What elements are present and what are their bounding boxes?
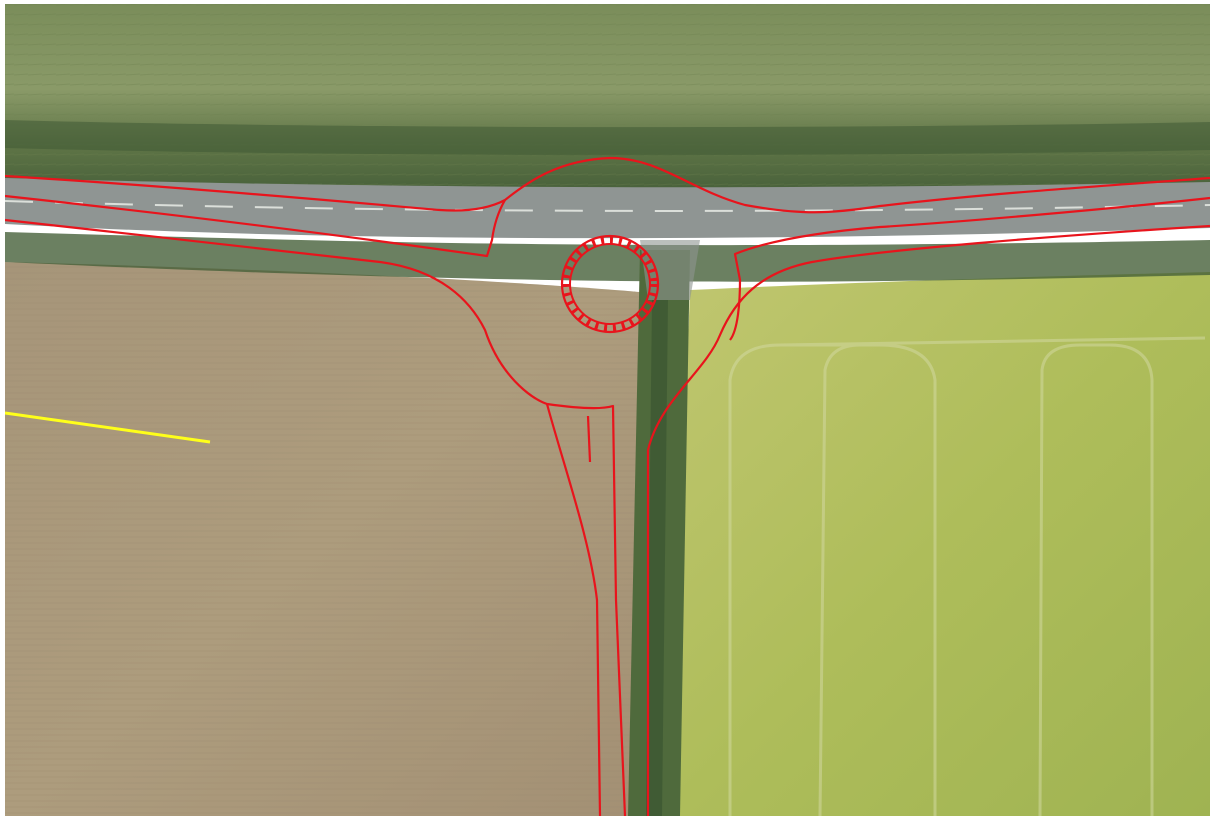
road-centre-markings (5, 200, 1210, 212)
hedge-band-south (5, 232, 1210, 282)
design-line-lane-stub (586, 415, 592, 463)
island-hatching (562, 236, 658, 332)
yellow-marker-line (5, 411, 211, 444)
design-line-north-edge (5, 156, 1210, 214)
roundabout-island (560, 234, 660, 334)
design-line-east-south (646, 224, 1210, 816)
main-road (5, 178, 1210, 300)
design-line-lane-west (545, 403, 602, 816)
tramlines (728, 336, 1206, 816)
design-line-west-centre (5, 194, 506, 258)
design-line-lane-east (546, 402, 627, 816)
design-line-west-south (5, 218, 548, 406)
aerial-map[interactable] (5, 4, 1210, 816)
hedge-band-north (5, 120, 1210, 156)
crop-field-southeast (670, 272, 1210, 816)
junction-design-overlay (5, 156, 1210, 816)
design-line-east-centre (729, 196, 1210, 341)
land-cover (5, 4, 1210, 816)
side-lane-ditch (646, 300, 668, 816)
map-view[interactable] (5, 4, 1210, 816)
